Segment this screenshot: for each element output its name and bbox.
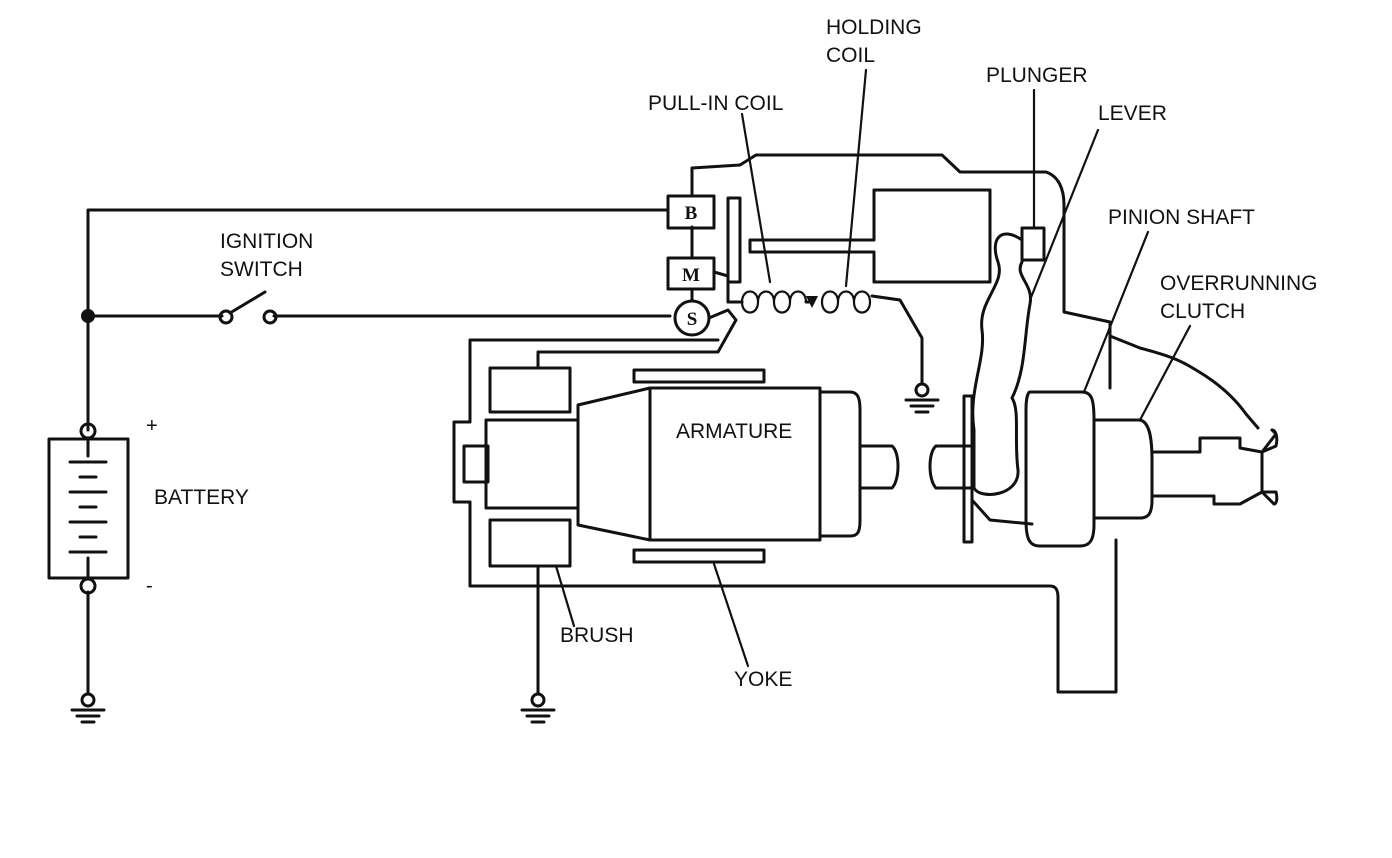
armature-body xyxy=(576,386,862,542)
ignition-switch-symbol xyxy=(218,290,278,325)
ignition-switch-label-line2: SWITCH xyxy=(220,258,303,281)
pinion-shaft-assembly xyxy=(1024,390,1279,548)
holding-coil-label-line1: HOLDING xyxy=(826,16,922,39)
ground-symbol-battery xyxy=(70,692,106,724)
labels: HOLDING COIL PLUNGER PULL-IN COIL LEVER … xyxy=(146,16,1318,691)
battery-negative-sign: - xyxy=(146,575,153,597)
field-poles-yoke xyxy=(632,368,766,564)
plunger-label: PLUNGER xyxy=(986,64,1088,87)
armature-shaft xyxy=(858,444,974,490)
brush-label: BRUSH xyxy=(560,624,634,647)
terminal-s: S xyxy=(536,270,744,370)
drive-housing xyxy=(1108,334,1260,430)
commutator xyxy=(462,418,580,510)
terminal-b-label: B xyxy=(685,203,698,224)
pinion-shaft-label: PINION SHAFT xyxy=(1108,206,1255,229)
ground-symbol-coil xyxy=(870,294,940,414)
lever-label: LEVER xyxy=(1098,102,1167,125)
brush-lower xyxy=(488,518,572,568)
motor-housing xyxy=(452,338,1118,694)
solenoid-housing xyxy=(690,153,1112,390)
brush-upper xyxy=(488,366,572,414)
battery-symbol xyxy=(47,422,130,595)
holding-coil-label-line2: COIL xyxy=(826,44,875,67)
leader-lines xyxy=(554,68,1192,668)
overrunning-clutch-label-line1: OVERRUNNING xyxy=(1160,272,1318,295)
ground-symbol-brush xyxy=(520,566,556,724)
pull-in-coil-label: PULL-IN COIL xyxy=(648,92,783,115)
overrunning-clutch-label-line2: CLUTCH xyxy=(1160,300,1245,323)
battery-positive-sign: + xyxy=(146,415,158,437)
battery-label: BATTERY xyxy=(154,486,249,509)
junction-dot xyxy=(81,309,95,323)
terminal-s-label: S xyxy=(687,309,698,330)
terminal-m: M xyxy=(666,256,716,291)
armature-label: ARMATURE xyxy=(676,420,792,443)
terminal-b: B xyxy=(666,194,716,230)
terminal-m-label: M xyxy=(682,265,700,286)
lever-arm xyxy=(971,232,1032,496)
battery-to-b-wire xyxy=(86,208,670,432)
ignition-switch-label-line1: IGNITION xyxy=(220,230,313,253)
wiring xyxy=(81,208,694,696)
holding-coil-symbol xyxy=(804,290,872,314)
pinion-flange xyxy=(962,394,1034,544)
yoke-label: YOKE xyxy=(734,668,792,691)
